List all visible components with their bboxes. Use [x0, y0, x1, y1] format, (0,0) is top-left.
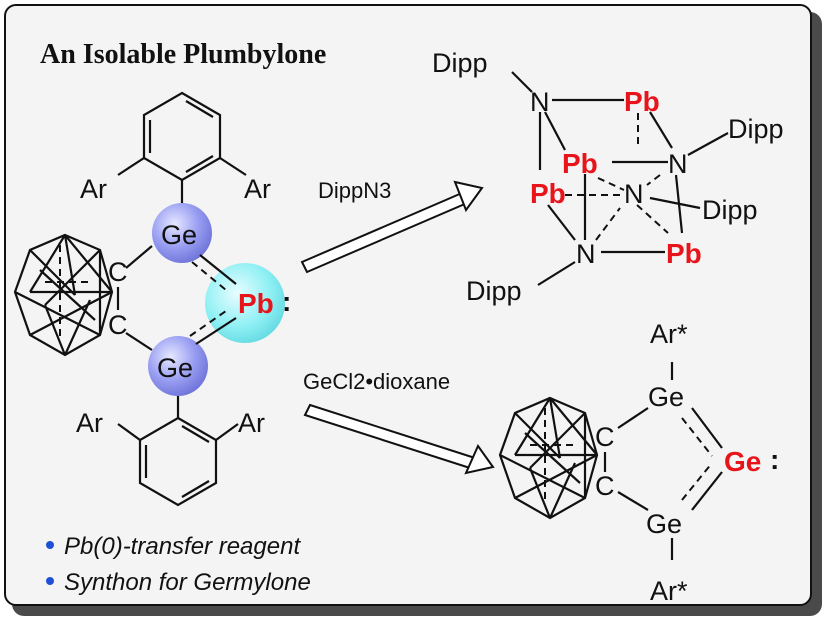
reaction-arrow-bottom [303, 403, 495, 475]
carborane-cage-right [498, 396, 599, 520]
reaction-arrow-top [300, 180, 484, 274]
carbon-label-lower: C [108, 310, 128, 340]
scheme-title: An Isolable Plumbylone [40, 39, 326, 70]
germylone-molecule: C C [498, 362, 723, 560]
carbon-label-lower-right: C [595, 471, 615, 501]
nitrogen-label-1: N [530, 87, 550, 117]
lead-label-cluster-2: Pb [562, 148, 598, 179]
nitrogen-label-2: N [668, 149, 688, 179]
germanium-label-bottom: Ge [157, 353, 193, 383]
lead-label-cluster-3: Pb [530, 178, 566, 209]
germanium-label-right-top: Ge [648, 382, 684, 412]
dipp-label-1: Dipp [432, 48, 488, 78]
lead-sphere [205, 263, 285, 343]
germanium-sphere-top [152, 203, 212, 263]
germanium-label-right-bottom: Ge [646, 509, 682, 539]
aryl-star-label-top: Ar* [650, 319, 688, 349]
reagent-label-top: DippN3 [318, 178, 391, 203]
aryl-label-bottom-left: Ar [76, 408, 103, 438]
diagram-frame [4, 4, 812, 606]
nitrogen-label-3: N [624, 179, 644, 209]
aryl-label-top-left: Ar [80, 174, 107, 204]
aryl-star-label-bottom: Ar* [650, 576, 688, 606]
lead-label-cluster-4: Pb [666, 238, 702, 269]
lead-label: Pb [238, 288, 274, 319]
bullet-text-1: Pb(0)-transfer reagent [64, 533, 301, 560]
dipp-label-4: Dipp [466, 276, 522, 306]
nitrogen-label-4: N [576, 239, 596, 269]
bullet-text-2: Synthon for Germylone [64, 569, 311, 596]
bullet-dot-1 [46, 541, 54, 549]
germanium-central-label: Ge [724, 446, 761, 477]
carborane-cage [13, 233, 114, 357]
lead-label-cluster-1: Pb [624, 86, 660, 117]
bottom-aryl-ring [117, 416, 239, 507]
plumbylone-molecule: Ar Ar C C Ge Ge [13, 91, 291, 507]
aryl-label-bottom-right: Ar [238, 408, 265, 438]
lead-nitrogen-cluster [511, 71, 729, 286]
carbon-label-upper: C [108, 257, 128, 287]
dipp-label-2: Dipp [728, 114, 784, 144]
lead-lone-pair: : [282, 286, 291, 317]
aryl-label-top-right: Ar [244, 174, 271, 204]
germanium-label-top: Ge [161, 220, 197, 250]
bullet-dot-2 [46, 577, 54, 585]
dipp-label-3: Dipp [702, 195, 758, 225]
germanium-sphere-bottom [148, 336, 208, 396]
germanium-lone-pair: : [770, 444, 779, 475]
top-aryl-ring [117, 91, 247, 205]
reagent-label-bottom: GeCl2•dioxane [303, 369, 450, 394]
carbon-label-upper-right: C [595, 422, 615, 452]
